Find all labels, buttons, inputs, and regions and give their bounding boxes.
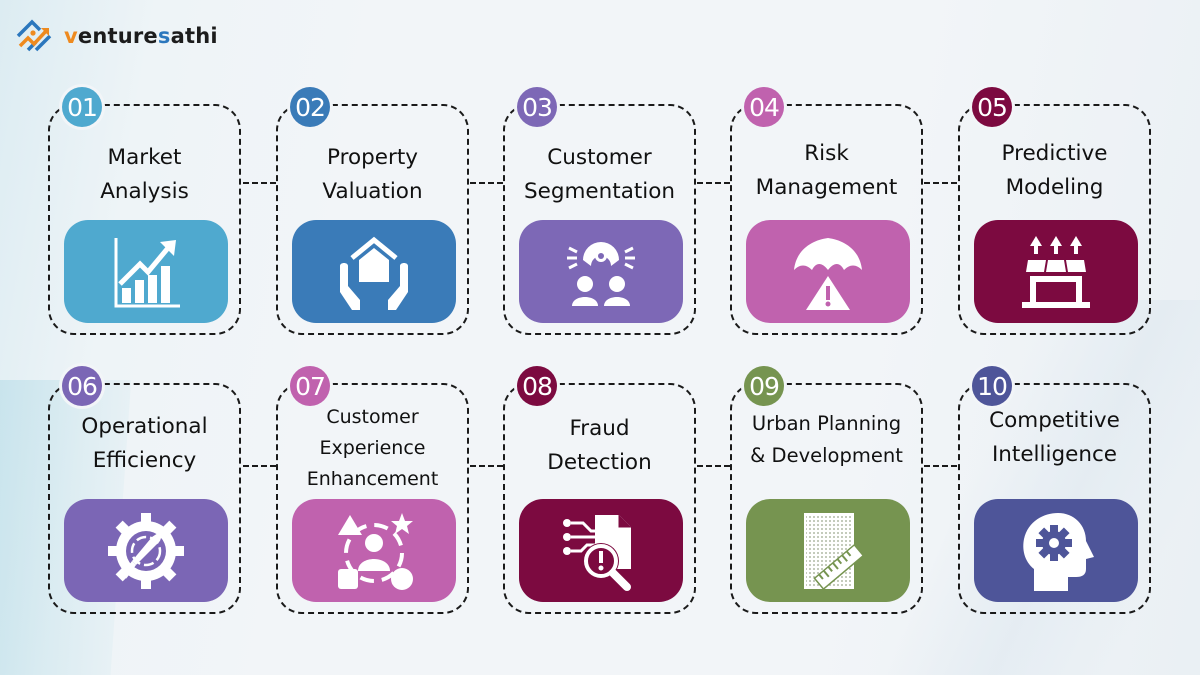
icon-tile: [519, 499, 683, 602]
step-title: Urban Planning & Development: [750, 412, 903, 467]
step-number-badge: 10: [972, 366, 1012, 406]
step-number-badge: 03: [517, 87, 557, 127]
icon-tile: [292, 220, 456, 323]
connector-line: [243, 465, 276, 467]
icon-tile: [974, 499, 1138, 602]
customer-segment-icon: [567, 241, 635, 306]
step-card-urban-planning-development: 09 Urban Planning & Development: [730, 366, 923, 614]
brand-name: venturesathi: [64, 24, 218, 48]
document-magnifier-alert-icon: [563, 514, 631, 591]
step-title: Fraud Detection: [547, 416, 652, 475]
connector-line: [470, 465, 503, 467]
step-card-competitive-intelligence: 10 Competitive Intelligence: [958, 366, 1151, 614]
step-title: Predictive Modeling: [1001, 141, 1108, 200]
step-title: Customer Experience Enhancement: [306, 406, 439, 490]
step-number-badge: 01: [62, 87, 102, 127]
step-card-operational-efficiency: 06 Operational Efficiency: [48, 366, 241, 614]
icon-tile: [746, 499, 910, 602]
blueprint-ruler-icon: [804, 512, 865, 590]
umbrella-warning-icon: [794, 237, 862, 310]
icon-tile: [64, 220, 228, 323]
step-title: Market Analysis: [100, 145, 189, 204]
step-number-badge: 02: [290, 87, 330, 127]
connector-line: [470, 182, 503, 184]
brand-logo: venturesathi: [14, 16, 218, 56]
venturesathi-logo-icon: [16, 19, 52, 52]
step-number-badge: 07: [290, 366, 330, 406]
step-card-property-valuation: 02 Property Valuation: [276, 87, 469, 335]
gear-rocket-icon: [108, 512, 184, 589]
market-stall-arrows-icon: [1022, 235, 1090, 308]
step-title: Risk Management: [755, 141, 898, 200]
step-card-fraud-detection: 08 Fraud Detection: [503, 366, 696, 614]
icon-tile: [974, 220, 1138, 323]
step-card-customer-segmentation: 03 Customer Segmentation: [503, 87, 696, 335]
connector-line: [924, 182, 957, 184]
connector-line: [697, 465, 730, 467]
connector-line: [243, 182, 276, 184]
head-gear-icon: [1023, 512, 1094, 591]
step-number-badge: 06: [62, 366, 102, 406]
connector-line: [697, 182, 730, 184]
step-card-predictive-modeling: 05 Predictive Modeling: [958, 87, 1151, 335]
step-card-market-analysis: 01 Market Analysis: [48, 87, 241, 335]
step-title: Property Valuation: [322, 145, 423, 204]
step-number-badge: 04: [744, 87, 784, 127]
step-title: Competitive Intelligence: [989, 408, 1120, 467]
icon-tile: [64, 499, 228, 602]
step-title: Customer Segmentation: [523, 145, 676, 204]
step-number-badge: 09: [744, 366, 784, 406]
bar-chart-growth-icon: [114, 237, 180, 307]
icon-tile: [746, 220, 910, 323]
step-number-badge: 08: [517, 366, 557, 406]
step-title: Operational Efficiency: [81, 414, 208, 473]
house-in-hands-icon: [340, 236, 408, 310]
customer-experience-icon: [338, 512, 413, 590]
step-card-risk-management: 04 Risk Management: [730, 87, 923, 335]
connector-line: [924, 465, 957, 467]
step-card-customer-experience-enhancement: 07 Customer Experience Enhancement: [276, 366, 469, 614]
icon-tile: [292, 499, 456, 602]
step-number-badge: 05: [972, 87, 1012, 127]
icon-tile: [519, 220, 683, 323]
